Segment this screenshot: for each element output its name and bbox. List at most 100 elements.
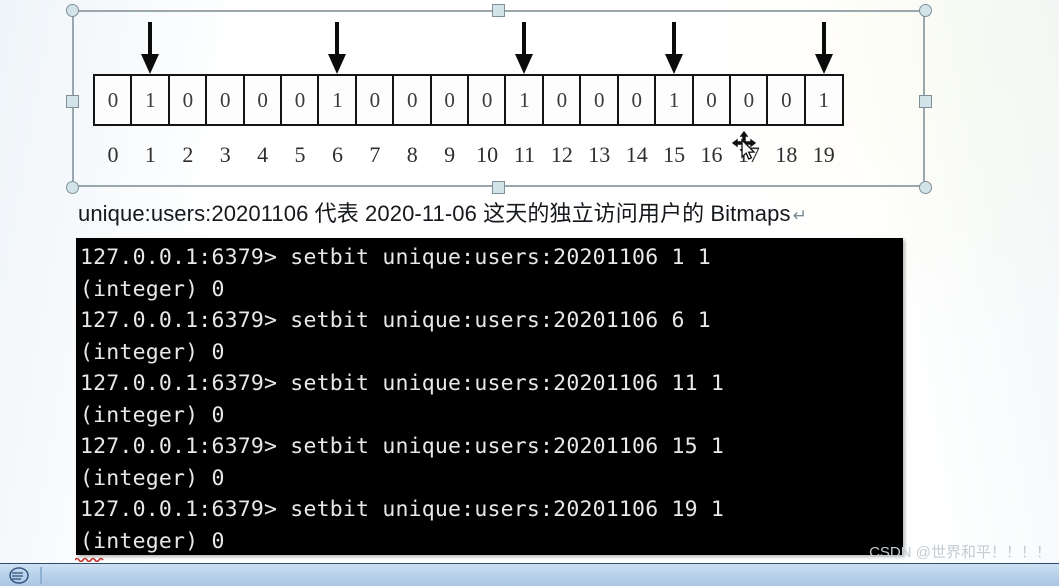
image-caption: unique:users:20201106 代表 2020-11-06 这天的独…: [78, 196, 807, 228]
arrow-head: [515, 54, 534, 74]
bitmap-cell-17: 0: [728, 74, 769, 126]
bitmap-index-13: 13: [588, 142, 611, 167]
resize-handle-bottom-left[interactable]: [66, 181, 79, 194]
arrow-head: [328, 54, 347, 74]
windows-start-icon[interactable]: [2, 565, 36, 586]
bitmap-cell-value: 0: [369, 87, 381, 112]
bitmap-index-5: 5: [294, 142, 306, 167]
bitmap-cell-value: 1: [332, 87, 343, 112]
bitmap-cell-6: 1: [317, 74, 358, 126]
bitmap-cell-9: 0: [429, 74, 470, 126]
arrow-head: [665, 54, 683, 74]
resize-handle-bottom-right[interactable]: [919, 181, 932, 194]
bitmap-cell-value: 0: [706, 87, 717, 112]
resize-handle-top-right[interactable]: [919, 4, 932, 17]
bitmap-cell-0: 0: [93, 74, 133, 126]
bitmap-cell-value: 1: [519, 87, 530, 112]
terminal-line-4: 127.0.0.1:6379> setbit unique:users:2020…: [80, 371, 725, 396]
arrow-head: [814, 54, 833, 74]
bitmap-index-1: 1: [144, 142, 156, 167]
bitmap-index-10: 10: [476, 142, 499, 167]
terminal-line-9: (integer) 0: [80, 528, 225, 554]
bitmap-cell-value: 0: [257, 87, 268, 112]
bitmap-cell-value: 1: [818, 87, 829, 112]
bitmap-cell-value: 0: [481, 87, 493, 112]
terminal-line-5: (integer) 0: [80, 402, 225, 428]
resize-handle-middle-right[interactable]: [919, 95, 932, 108]
bitmap-index-2: 2: [182, 142, 194, 167]
bitmap-cell-19: 1: [803, 74, 844, 126]
bitmap-cell-5: 0: [280, 74, 321, 126]
bitmap-index-15: 15: [663, 142, 686, 167]
bitmap-cell-value: 0: [743, 87, 755, 112]
bitmap-index-11: 11: [513, 142, 536, 167]
down-arrow-icon-6: [328, 22, 347, 74]
bitmap-cell-15: 1: [654, 74, 695, 126]
bitmap-cell-value: 0: [107, 87, 119, 112]
bitmap-cell-11: 1: [504, 74, 545, 126]
bitmap-index-19: 19: [812, 142, 835, 167]
resize-handle-bottom-middle[interactable]: [492, 181, 505, 194]
bitmap-cell-value: 1: [668, 87, 680, 112]
arrow-shaft: [821, 22, 826, 58]
bitmap-index-4: 4: [257, 142, 269, 167]
spellcheck-squiggle: [75, 557, 104, 562]
bitmap-index-0: 0: [107, 142, 119, 167]
bitmap-cell-4: 0: [242, 74, 283, 126]
bitmap-cell-12: 0: [541, 74, 582, 126]
bitmap-cell-value: 0: [182, 87, 194, 112]
bitmap-cell-value: 0: [631, 87, 642, 112]
bitmap-index-16: 16: [700, 142, 723, 167]
arrow-shaft: [148, 22, 153, 58]
bitmap-index-12: 12: [550, 142, 573, 167]
terminal-line-3: (integer) 0: [80, 339, 225, 365]
bitmap-cell-7: 0: [354, 74, 395, 126]
bitmap-index-8: 8: [406, 142, 418, 167]
terminal-line-8: 127.0.0.1:6379> setbit unique:users:2020…: [80, 497, 725, 522]
bitmap-index-14: 14: [625, 142, 648, 167]
bitmap-cell-value: 0: [444, 87, 455, 112]
down-arrow-icon-11: [515, 22, 534, 74]
down-arrow-icon-1: [141, 22, 160, 74]
bitmap-cell-8: 0: [392, 74, 433, 126]
csdn-watermark: CSDN @世界和平！！！！: [869, 544, 1051, 561]
terminal-line-6: 127.0.0.1:6379> setbit unique:users:2020…: [80, 434, 725, 459]
bitmap-cell-value: 0: [219, 87, 231, 112]
arrow-shaft: [672, 22, 676, 58]
down-arrow-icon-15: [665, 22, 683, 74]
bitmap-cell-value: 0: [781, 87, 792, 112]
arrow-head: [141, 54, 160, 74]
bitmap-cell-14: 0: [616, 74, 657, 126]
bitmap-index-6: 6: [331, 142, 343, 167]
down-arrow-icon-19: [814, 22, 833, 74]
bitmap-index-3: 3: [219, 142, 231, 167]
bitmap-cell-18: 0: [766, 74, 807, 126]
bitmap-index-9: 9: [444, 142, 456, 167]
bitmap-index-18: 18: [775, 142, 798, 167]
bitmap-cell-value: 0: [407, 87, 418, 112]
bitmap-index-7: 7: [369, 142, 381, 167]
arrow-shaft: [522, 22, 527, 58]
bitmap-cell-13: 0: [579, 74, 620, 126]
resize-handle-top-middle[interactable]: [492, 4, 505, 17]
caption-text: unique:users:20201106 代表 2020-11-06 这天的独…: [78, 201, 791, 226]
bitmap-cell-value: 0: [556, 87, 568, 112]
redis-cli-terminal[interactable]: 127.0.0.1:6379> setbit unique:users:2020…: [76, 238, 903, 555]
windows-taskbar[interactable]: [0, 563, 1059, 586]
terminal-line-7: (integer) 0: [80, 465, 225, 491]
arrow-shaft: [335, 22, 340, 58]
terminal-line-2: 127.0.0.1:6379> setbit unique:users:2020…: [80, 308, 711, 333]
bitmap-cell-value: 1: [145, 87, 156, 112]
bitmap-cell-16: 0: [691, 74, 732, 126]
bitmap-cell-value: 0: [594, 87, 605, 112]
terminal-line-0: 127.0.0.1:6379> setbit unique:users:2020…: [80, 245, 711, 270]
resize-handle-middle-left[interactable]: [66, 95, 79, 108]
resize-handle-top-left[interactable]: [66, 4, 79, 17]
bitmap-index-17: 17: [737, 142, 760, 167]
bitmap-cell-2: 0: [167, 74, 208, 126]
paragraph-mark: ↵: [792, 206, 807, 225]
image-selection-frame[interactable]: [66, 4, 932, 194]
